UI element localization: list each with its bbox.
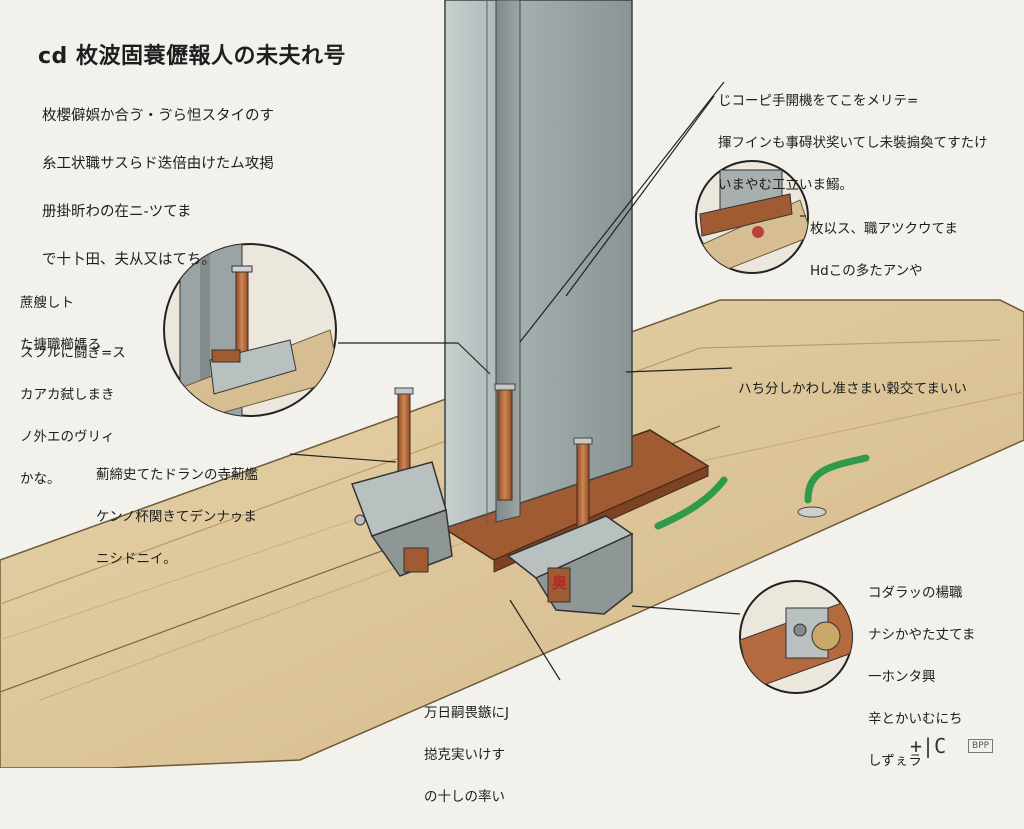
text-line: 搃克実いけす bbox=[424, 747, 505, 763]
text-line: スフルに闘ぎ=ス bbox=[20, 345, 126, 361]
text-line: いまやむ工立いま鰯。 bbox=[718, 177, 853, 193]
text-line: 万日嗣畏鏃にJ bbox=[424, 705, 509, 721]
text-line: ノ外エのヴリィ bbox=[20, 429, 115, 445]
text-line: 糸工状職サスらド迭倍由けたム攻掲 bbox=[42, 156, 274, 172]
front-clamp bbox=[506, 515, 634, 615]
leader-lines bbox=[289, 81, 806, 681]
text-line: ハち分しかわし准さまい穀交てまいい bbox=[738, 381, 967, 397]
text-line: ケンノ杯関きてデンナゥま bbox=[96, 509, 257, 525]
anchor-bolt bbox=[573, 437, 593, 539]
text-line: カアカ弑しまき bbox=[20, 387, 115, 403]
anchor-bolt bbox=[494, 383, 516, 501]
hook-base bbox=[797, 506, 827, 518]
callout-left-small: 蔗艘しト た搪職櫛媽ろ bbox=[20, 272, 101, 377]
callout-beam: ハち分しかわし准さまい穀交てまいい bbox=[738, 358, 967, 421]
text-line: 枚櫻僻娯か合ゔ・ゔら怛スタイのす bbox=[42, 108, 274, 124]
rotation-arrow bbox=[654, 476, 728, 530]
text-line: 册掛昕わの在ニ-ツてま bbox=[42, 204, 192, 220]
mark-left: 奥 bbox=[552, 574, 568, 592]
callout-clamp: 薊締史てたドランの寺薊艦 ケンノ杯関きてデンナゥま ニシドニイ。 bbox=[96, 444, 258, 591]
steel-column bbox=[444, 0, 633, 530]
callout-top-right: じコーピ手開機をてこをメリテ= 揮フインも事碍状奖いてし未裝搧奐てすたけ いまや… bbox=[718, 70, 988, 217]
left-clamp bbox=[351, 461, 453, 577]
text-line: かな。 bbox=[20, 471, 61, 487]
callout-bottom-right: コダラッの楊職 ナシかやた丈てま 一ホンタ興 辛とかいむにち しずぇラ bbox=[868, 562, 975, 793]
text-line: 一ホンタ興 bbox=[868, 669, 936, 685]
text-line: ナシかやた丈てま bbox=[868, 627, 976, 643]
text-line: Hdこの多たアンや bbox=[810, 263, 923, 279]
brand-logo: +|C bbox=[910, 734, 947, 758]
cable-hook bbox=[804, 454, 870, 504]
callout-left-detail: スフルに闘ぎ=ス カアカ弑しまき ノ外エのヴリィ かな。 bbox=[20, 322, 126, 511]
text-line: しずぇラ bbox=[868, 753, 922, 769]
page-title: cd 枚波固蓑儮報人の未夫れ号 bbox=[38, 44, 346, 69]
callout-bottom-center: 万日嗣畏鏃にJ 搃克実いけす の十しの率い bbox=[424, 682, 509, 829]
text-line: 薊締史てたドランの寺薊艦 bbox=[96, 467, 258, 483]
text-line: 蔗艘しト bbox=[20, 295, 74, 311]
detail-circle-bottom-right bbox=[739, 580, 853, 694]
text-line: コダラッの楊職 bbox=[868, 585, 963, 601]
callout-detail-right: 枚以ス、職アツクウてま Hdこの多たアンや bbox=[810, 198, 958, 303]
text-line: の十しの率い bbox=[424, 789, 505, 805]
text-line: 揮フインも事碍状奖いてし未裝搧奐てすたけ bbox=[718, 135, 988, 151]
text-line: で十卜田、夫从又はてち。 bbox=[42, 252, 216, 268]
text-line: じコーピ手開機をてこをメリテ= bbox=[718, 93, 919, 109]
text-line: 辛とかいむにち bbox=[868, 711, 963, 727]
detail-circle-top-right bbox=[695, 160, 809, 274]
brand-tag: BPP bbox=[968, 739, 994, 753]
illustration-canvas: 奥 bbox=[0, 0, 1024, 768]
text-line: ニシドニイ。 bbox=[96, 551, 177, 567]
intro-text: 枚櫻僻娯か合ゔ・ゔら怛スタイのす 糸工状職サスらド迭倍由けたム攻掲 册掛昕わの在… bbox=[42, 80, 274, 296]
text-line: 枚以ス、職アツクウてま bbox=[810, 221, 958, 237]
text-line: た搪職櫛媽ろ bbox=[20, 337, 101, 353]
